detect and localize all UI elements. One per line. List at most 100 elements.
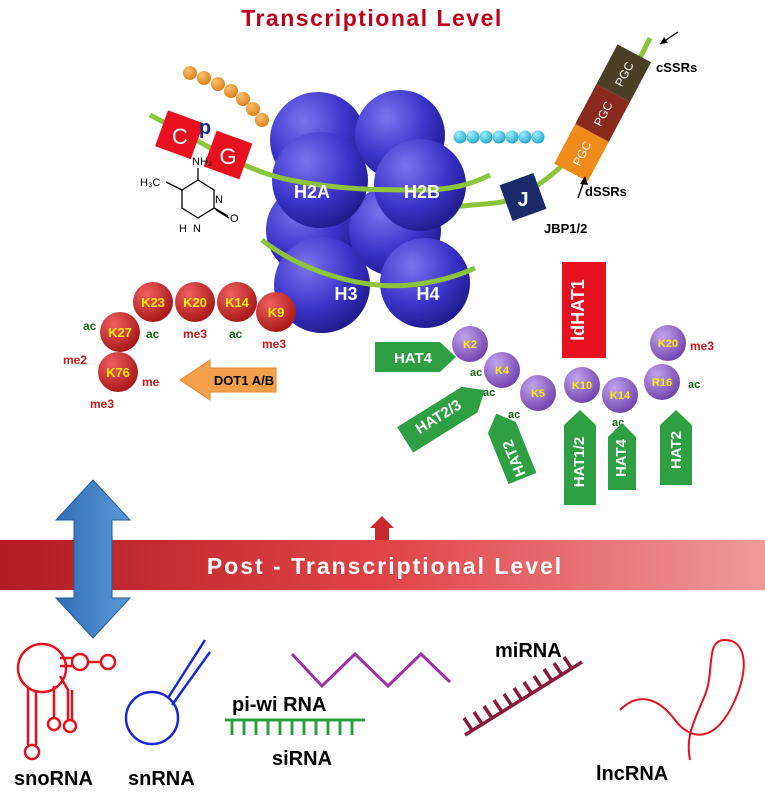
cytosine-nh2: NH₂	[192, 156, 212, 168]
pgc-block-3	[596, 44, 652, 102]
j-label: J	[517, 189, 528, 211]
residue-k20-label: K20	[183, 295, 207, 310]
residue-k5	[520, 375, 556, 411]
cytosine-h3c: H₃C	[140, 177, 160, 189]
residue-k23	[133, 282, 173, 322]
piwi-label: pi-wi RNA	[232, 694, 326, 716]
cpg-c-label: C	[172, 124, 188, 149]
mark-me3-k20: me3	[183, 327, 207, 341]
residue-k14-label: K14	[225, 295, 250, 310]
blue-double-arrow	[54, 479, 132, 639]
residue-k4	[484, 352, 520, 388]
mark-me-k76: me	[142, 375, 160, 389]
snorna-structure-icon	[16, 642, 117, 761]
residue-k10-label: K10	[572, 380, 592, 392]
left-residue-chain	[98, 282, 296, 392]
post-banner-label: Post - Transcriptional Level	[207, 553, 563, 579]
hat4-left-arrow	[375, 342, 456, 372]
pgc-blocks: PGC PGC PGC	[554, 44, 652, 182]
residue-k14r	[602, 377, 638, 413]
post-banner	[0, 540, 765, 590]
cytosine-h: H	[179, 223, 187, 235]
mark-ac-k14: ac	[229, 327, 243, 341]
cytosine-structure-icon	[165, 168, 230, 219]
right-residue-chain	[452, 325, 686, 413]
hat2-a-arrow	[487, 413, 537, 485]
mark-ac-k27: ac	[83, 319, 97, 333]
mark-me2-k27: me2	[63, 353, 87, 367]
ldhat1-box	[562, 262, 606, 358]
residue-k10	[564, 367, 600, 403]
sirna-comb-icon	[225, 718, 365, 735]
orange-bead-chain	[183, 66, 269, 127]
mirna-label: miRNA	[495, 640, 562, 662]
cpg-c-block	[155, 110, 204, 160]
snorna-label: snoRNA	[14, 768, 93, 790]
snrna-label: snRNA	[128, 768, 195, 790]
residue-k76-label: K76	[106, 365, 130, 380]
cssrs-label: cSSRs	[656, 60, 697, 75]
hat4-left-label: HAT4	[394, 350, 433, 367]
mark-ac-k23: ac	[146, 327, 160, 341]
hat4-b-label: HAT4	[613, 438, 630, 477]
lncrna-label: lncRNA	[596, 763, 668, 785]
j-box	[499, 172, 547, 222]
pgc-block-1	[554, 123, 609, 182]
residue-k23-label: K23	[141, 295, 165, 310]
histone-h3-label: H3	[334, 284, 357, 304]
piwi-rna-line	[290, 651, 452, 689]
mark-ac-k4: ac	[483, 387, 495, 399]
histone-h4-label: H4	[416, 284, 439, 304]
cytosine-o: O	[230, 213, 239, 225]
title: Transcriptional Level	[241, 5, 503, 31]
histone-h2a-label: H2A	[294, 182, 330, 202]
residue-k76	[98, 352, 138, 392]
residue-k20r-label: K20	[658, 338, 678, 350]
mark-ac-r16: ac	[688, 379, 700, 391]
mark-me3-k76: me3	[90, 397, 114, 411]
residue-k27-label: K27	[108, 325, 132, 340]
dna-wrap-2	[260, 238, 477, 289]
mark-ac-k5: ac	[508, 409, 520, 421]
residue-k14r-label: K14	[610, 390, 631, 402]
residue-k27	[100, 312, 140, 352]
residue-k2	[452, 326, 488, 362]
residue-k20	[175, 282, 215, 322]
cpg-g-label: G	[219, 144, 236, 169]
jbp-label: JBP1/2	[544, 221, 587, 236]
hat2-b-label: HAT2	[668, 431, 685, 469]
ldhat1-label: ldHAT1	[568, 279, 588, 341]
mark-me3-k9: me3	[262, 337, 286, 351]
hat2-b-arrow	[660, 410, 692, 485]
mark-ac-k2: ac	[470, 367, 482, 379]
lncrna-squiggle-icon	[619, 638, 745, 761]
dssrs-label: dSSRs	[585, 184, 627, 199]
histone-h2b-label: H2B	[404, 182, 440, 202]
cyan-bead-chain	[453, 130, 545, 144]
residue-k9	[256, 292, 296, 332]
cssrs-arrowhead	[660, 37, 668, 44]
residue-k14	[217, 282, 257, 322]
hat12-arrow	[564, 410, 596, 505]
residue-r16-label: R16	[652, 377, 672, 389]
cpg-p-label: p	[199, 117, 211, 139]
hat23-arrow	[397, 386, 485, 453]
residue-k20r	[650, 325, 686, 361]
dot1-label: DOT1 A/B	[214, 373, 274, 388]
cytosine-n1: N	[215, 194, 223, 206]
snrna-structure-icon	[124, 639, 212, 746]
cpg-g-block	[203, 130, 253, 180]
sirna-label: siRNA	[272, 748, 332, 770]
up-arrow-small	[370, 516, 394, 540]
residue-k9-label: K9	[268, 305, 285, 320]
hat4-b-arrow	[608, 423, 636, 490]
residue-r16	[644, 364, 680, 400]
mark-me3-k20r: me3	[690, 339, 714, 353]
pgc-block-2	[575, 84, 630, 142]
cytosine-n2: N	[193, 223, 201, 235]
residue-k5-label: K5	[531, 388, 545, 400]
dssrs-arrowhead	[580, 176, 588, 185]
mirna-comb-icon	[462, 656, 583, 737]
hat12-label: HAT1/2	[571, 437, 588, 488]
